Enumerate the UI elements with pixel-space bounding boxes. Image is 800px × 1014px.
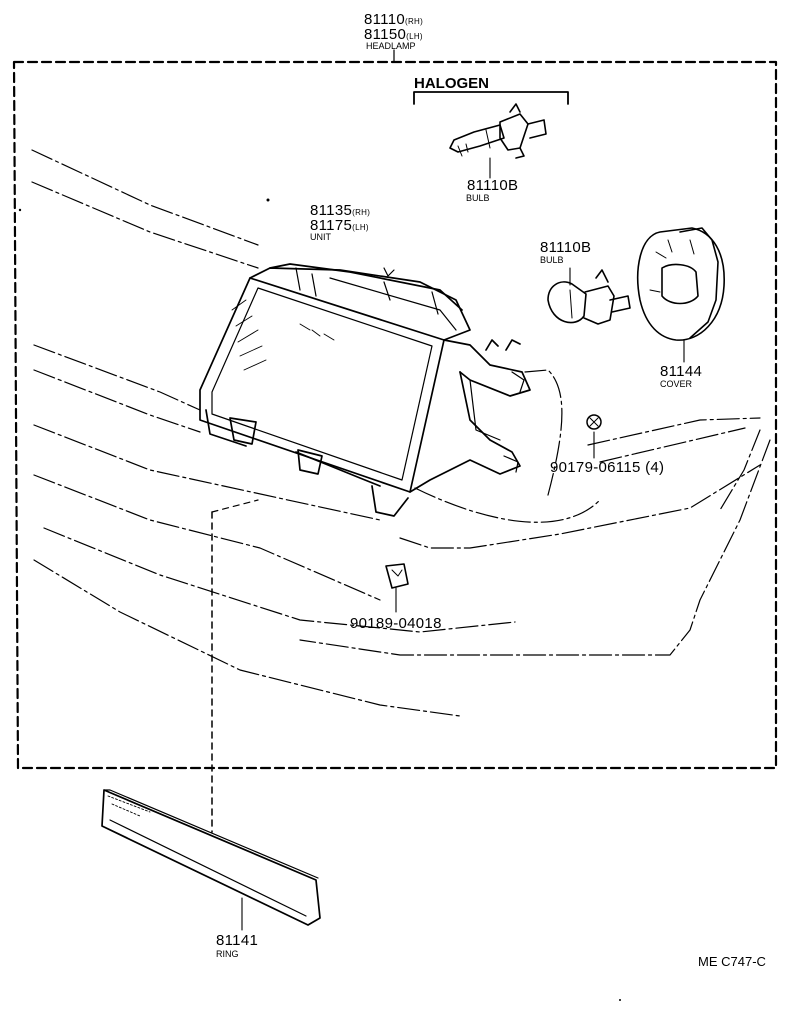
headlamp-suffix-rh: (RH) (405, 17, 424, 26)
screw-qty: (4) (645, 459, 665, 476)
ring-icon (101, 789, 321, 926)
halogen-bulb-icon (449, 103, 547, 159)
unit-suffix-lh: (LH) (352, 223, 369, 232)
headlamp-unit-icon (199, 263, 531, 517)
unit-part-rh: 81135(RH) (310, 202, 371, 219)
screw-icon (586, 414, 602, 430)
cover-name: COVER (660, 379, 693, 389)
diagram-code: ME C747-C (698, 954, 766, 969)
ring-part: 81141 (216, 932, 259, 949)
halogen-title: HALOGEN (414, 75, 489, 92)
halogen-bulb-name: BULB (466, 193, 490, 203)
clip-part: 90189-04018 (350, 615, 442, 632)
headlamp-name: HEADLAMP (366, 41, 416, 51)
headlamp-part-lh: 81150(LH) (364, 26, 423, 43)
unit-suffix-rh: (RH) (352, 208, 371, 217)
assembly-boundary (12, 60, 778, 770)
cover-part: 81144 (660, 363, 703, 380)
halogen-bulb-part: 81110B (467, 177, 519, 194)
side-bulb-name: BULB (540, 255, 564, 265)
headlamp-part-rh: 81110(RH) (364, 11, 424, 28)
halogen-bracket (413, 91, 569, 105)
side-bulb-part: 81110B (540, 239, 592, 256)
cover-icon (637, 227, 725, 341)
side-bulb-icon (547, 269, 631, 325)
screw-part: 90179-06115 (4) (550, 459, 665, 476)
unit-name: UNIT (310, 232, 331, 242)
unit-part-lh: 81175(LH) (310, 217, 369, 234)
ring-name: RING (216, 949, 239, 959)
body-phantom-lines (31, 149, 771, 717)
clip-icon (385, 563, 409, 589)
headlamp-suffix-lh: (LH) (406, 32, 423, 41)
